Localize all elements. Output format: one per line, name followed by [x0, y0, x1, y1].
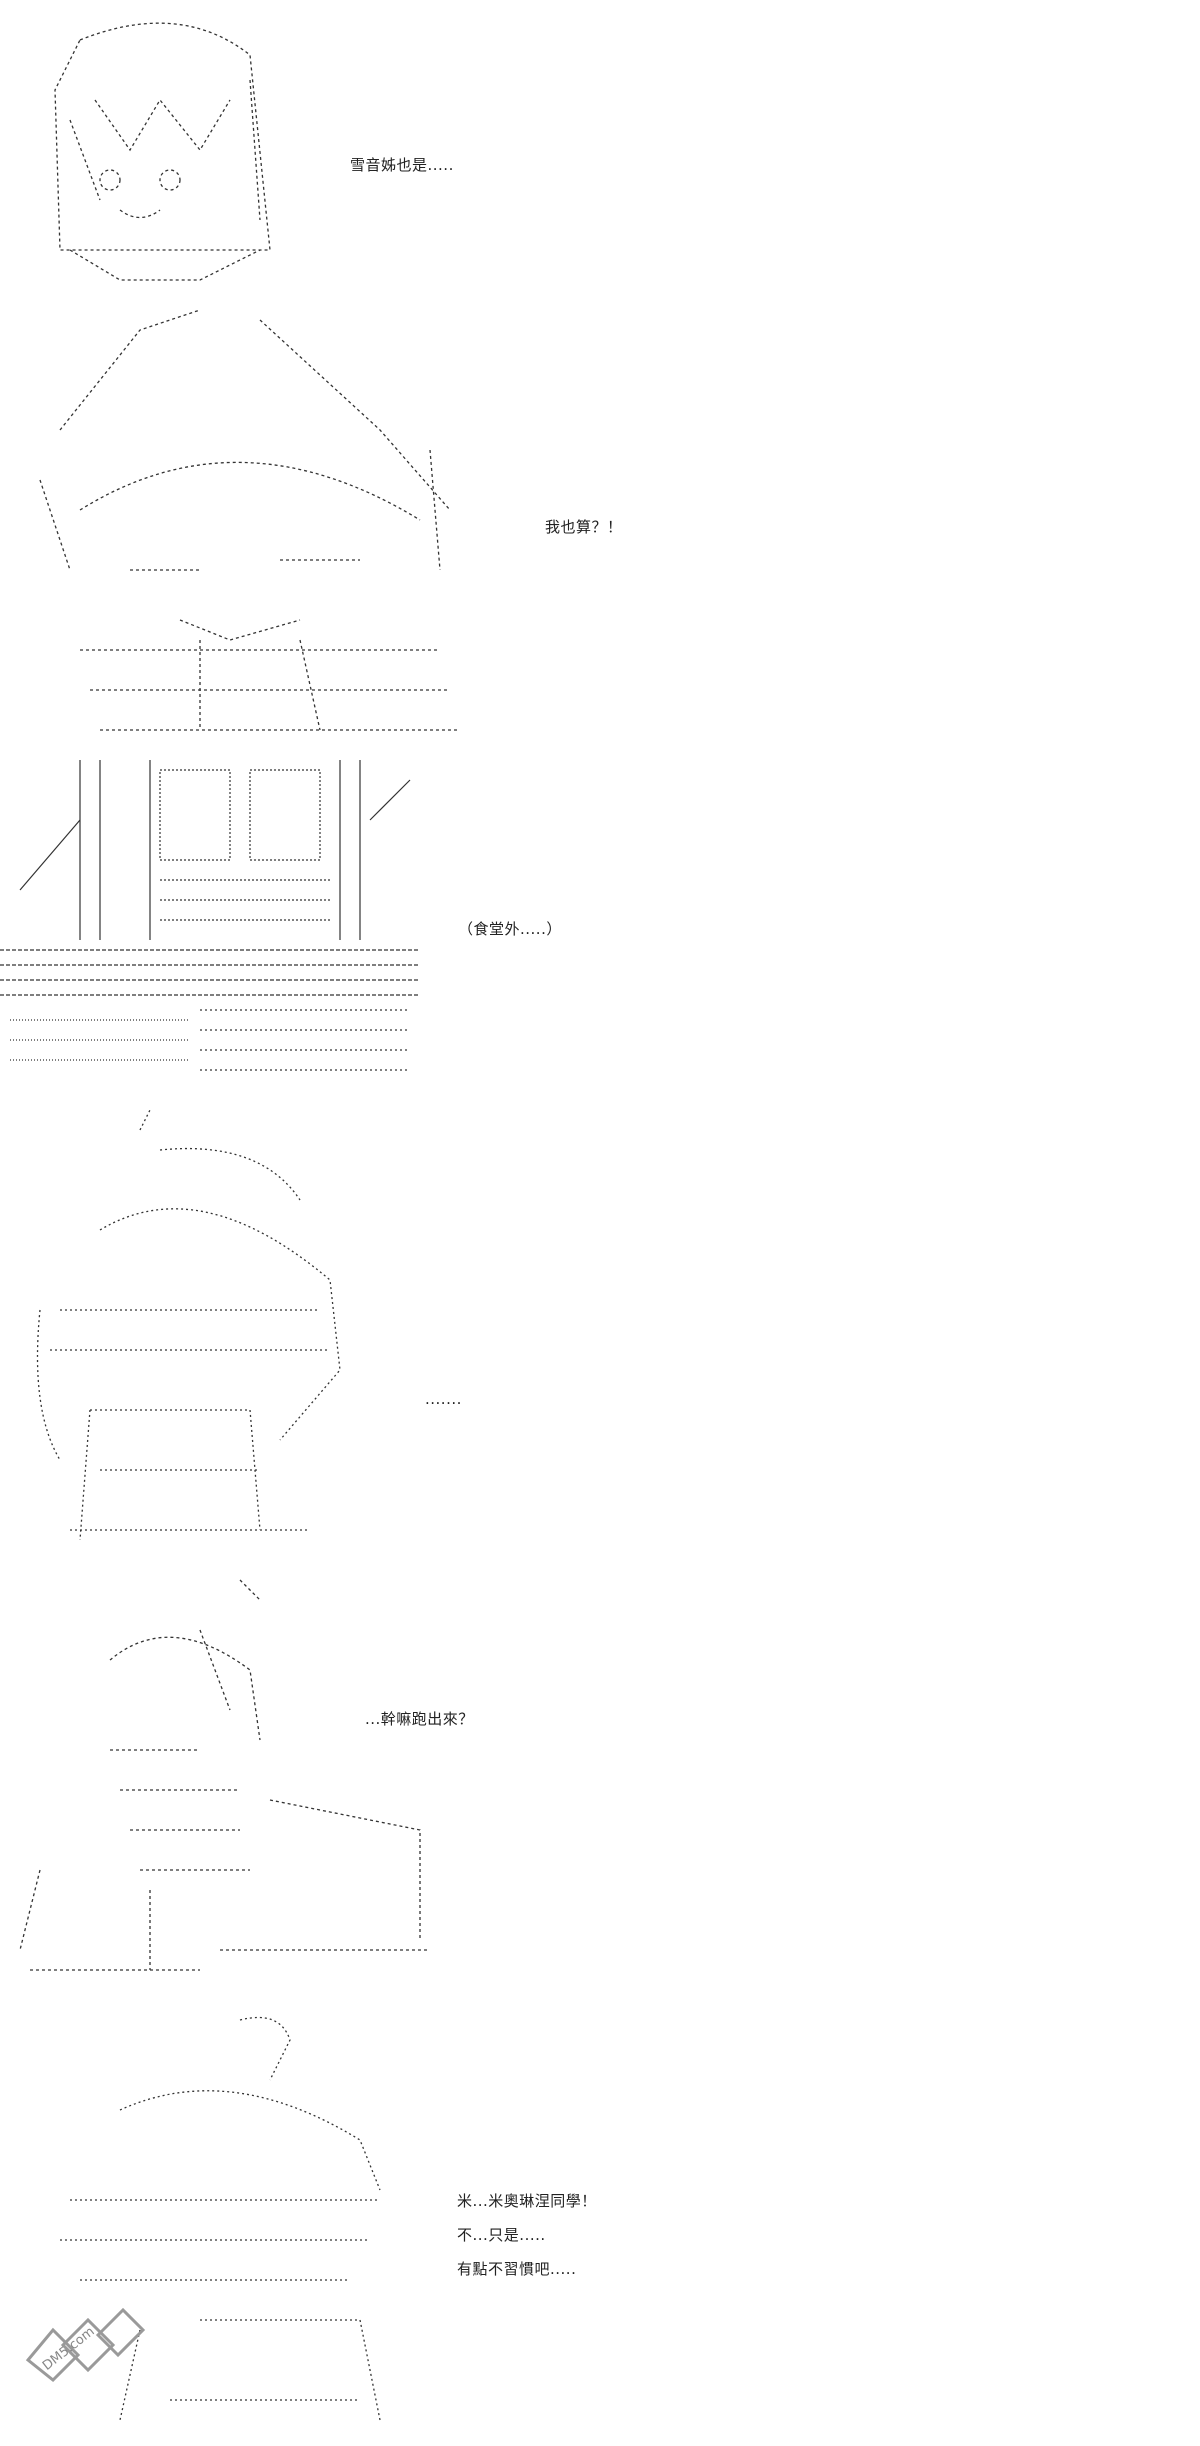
dialogue-line-2: 不...只是.....	[457, 2226, 546, 2244]
dialogue-text: .......	[425, 1390, 462, 1408]
dialogue-text: （食堂外.....）	[458, 920, 562, 938]
ascii-art-cafeteria-building	[0, 760, 520, 1110]
dialogue-line-1: 米...米奧琳涅同學！	[457, 2192, 597, 2210]
panel-1: 雪音姊也是.....	[0, 0, 1200, 300]
panel-5: ...幹嘛跑出來？	[0, 1570, 1200, 1990]
ascii-art-girl-face	[0, 0, 520, 300]
ascii-art-girl-walking	[0, 1570, 520, 1990]
dialogue-text: 雪音姊也是.....	[350, 156, 454, 174]
ascii-art-girl-looking-back	[0, 2000, 520, 2446]
dialogue-text: 我也算？！	[545, 518, 623, 536]
panel-3: （食堂外.....）	[0, 760, 1200, 1110]
dialogue-line-3: 有點不習慣吧.....	[457, 2260, 577, 2278]
panel-2: 我也算？！	[0, 310, 1200, 740]
panel-6: 米...米奧琳涅同學！ 不...只是..... 有點不習慣吧.....	[0, 2000, 1200, 2446]
dm5-logo-icon: DM5.com	[18, 2300, 148, 2410]
dialogue-text: ...幹嘛跑出來？	[365, 1710, 474, 1728]
panel-4: .......	[0, 1110, 1200, 1560]
ascii-art-girl-back	[0, 1110, 520, 1560]
ascii-art-girl-surprised	[0, 310, 520, 740]
